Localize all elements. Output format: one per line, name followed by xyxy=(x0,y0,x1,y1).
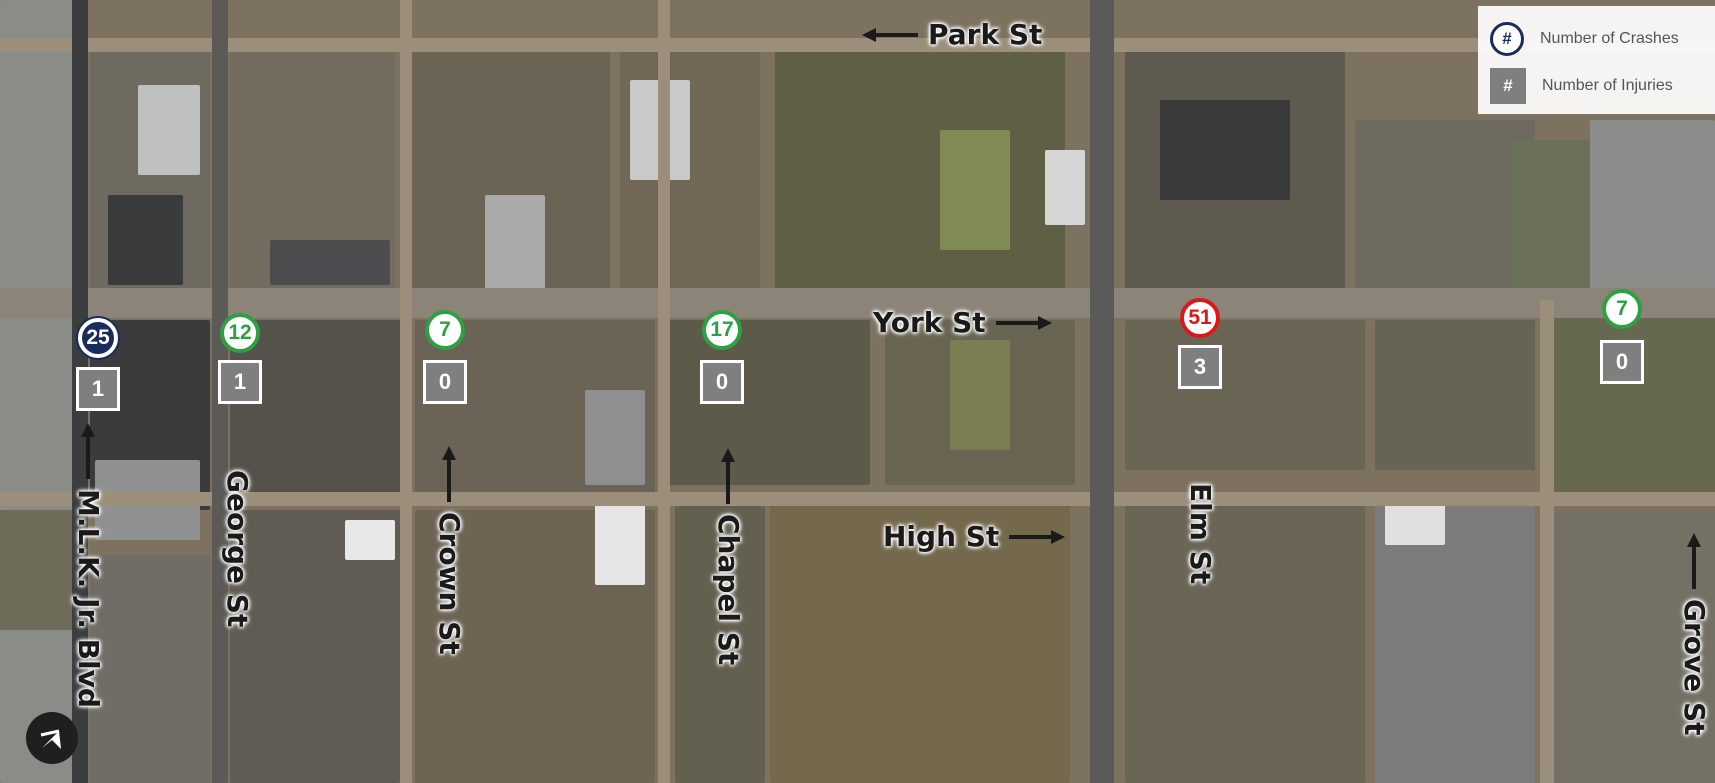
map-block xyxy=(665,320,870,485)
map-block xyxy=(345,520,395,560)
map-block xyxy=(138,85,200,175)
injury-count-badge[interactable]: 3 xyxy=(1178,345,1222,389)
map-block xyxy=(675,500,765,783)
arrow-up-icon xyxy=(1686,533,1704,589)
road-high xyxy=(0,492,1715,506)
street-label-elm: Elm St xyxy=(1184,483,1217,585)
map-block xyxy=(585,390,645,485)
map-block xyxy=(90,555,210,783)
injury-legend-symbol: # xyxy=(1490,68,1526,104)
injury-count-badge[interactable]: 0 xyxy=(700,360,744,404)
street-label-park: Park St xyxy=(862,18,1042,51)
crash-count-badge[interactable]: 7 xyxy=(425,310,465,350)
street-label-york: York St xyxy=(873,306,1052,339)
legend-row-injuries: # Number of Injuries xyxy=(1490,68,1673,104)
crash-count-badge[interactable]: 17 xyxy=(702,310,742,350)
crash-count-badge[interactable]: 12 xyxy=(220,313,260,353)
map-block xyxy=(775,50,1065,305)
road-grove xyxy=(1540,300,1554,783)
map-block xyxy=(230,320,400,500)
map-block xyxy=(1045,150,1085,225)
map-block xyxy=(1375,320,1535,470)
arrow-right-icon xyxy=(1009,528,1066,546)
map-block xyxy=(940,130,1010,250)
arrow-up-icon xyxy=(441,446,459,502)
road-crown xyxy=(400,0,412,783)
road-york xyxy=(0,288,1715,318)
legend-row-crashes: # Number of Crashes xyxy=(1490,22,1679,56)
arrow-up-icon xyxy=(720,448,738,504)
map-block xyxy=(1160,100,1290,200)
map-block xyxy=(0,510,75,630)
crash-count-badge[interactable]: 7 xyxy=(1602,289,1642,329)
north-arrow-icon xyxy=(26,712,78,764)
road-park xyxy=(0,38,1715,52)
injury-count-badge[interactable]: 1 xyxy=(76,367,120,411)
road-elm xyxy=(1090,0,1114,783)
map-block xyxy=(1125,320,1365,470)
crash-count-badge[interactable]: 25 xyxy=(78,318,118,358)
arrow-left-icon xyxy=(862,26,918,44)
map-block xyxy=(1545,300,1715,500)
map-block xyxy=(1590,120,1715,305)
injury-count-badge[interactable]: 0 xyxy=(423,360,467,404)
arrow-up-icon xyxy=(80,423,98,479)
street-label-george: George St xyxy=(221,470,254,628)
street-label-crown: Crown St xyxy=(433,446,466,655)
injury-count-badge[interactable]: 1 xyxy=(218,360,262,404)
map-block xyxy=(1510,140,1590,305)
crash-legend-symbol: # xyxy=(1490,22,1524,56)
map-block xyxy=(1355,120,1535,305)
street-label-mlk: M.L.K. Jr. Blvd xyxy=(72,423,105,708)
map-block xyxy=(1125,495,1365,783)
map-legend: # Number of Crashes # Number of Injuries xyxy=(1478,6,1715,114)
map-block xyxy=(1545,510,1715,783)
map-block xyxy=(108,195,183,285)
legend-label-injuries: Number of Injuries xyxy=(1542,77,1673,94)
arrow-right-icon xyxy=(995,314,1052,332)
injury-count-badge[interactable]: 0 xyxy=(1600,340,1644,384)
street-label-high: High St xyxy=(883,520,1066,553)
map-block xyxy=(950,340,1010,450)
street-label-chapel: Chapel St xyxy=(712,448,745,665)
legend-label-crashes: Number of Crashes xyxy=(1540,30,1679,47)
map-block xyxy=(270,240,390,285)
map-block xyxy=(0,0,75,783)
road-chapel xyxy=(658,0,670,783)
map-block xyxy=(485,195,545,290)
street-label-grove: Grove St xyxy=(1678,533,1711,736)
map-block xyxy=(595,505,645,585)
map-block xyxy=(1385,500,1445,545)
map-block xyxy=(770,500,1070,783)
crash-count-badge[interactable]: 51 xyxy=(1180,298,1220,338)
